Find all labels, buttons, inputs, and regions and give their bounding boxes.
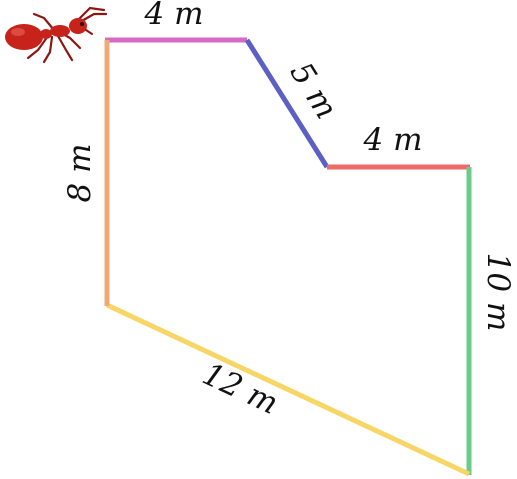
label-middle: 4 m bbox=[363, 122, 423, 158]
segment-slant bbox=[244, 38, 330, 169]
label-right: 10 m bbox=[480, 253, 516, 332]
ant-icon bbox=[5, 6, 108, 64]
segment-bottom bbox=[105, 302, 471, 477]
label-top: 4 m bbox=[144, 0, 204, 32]
label-left: 8 m bbox=[62, 144, 98, 203]
